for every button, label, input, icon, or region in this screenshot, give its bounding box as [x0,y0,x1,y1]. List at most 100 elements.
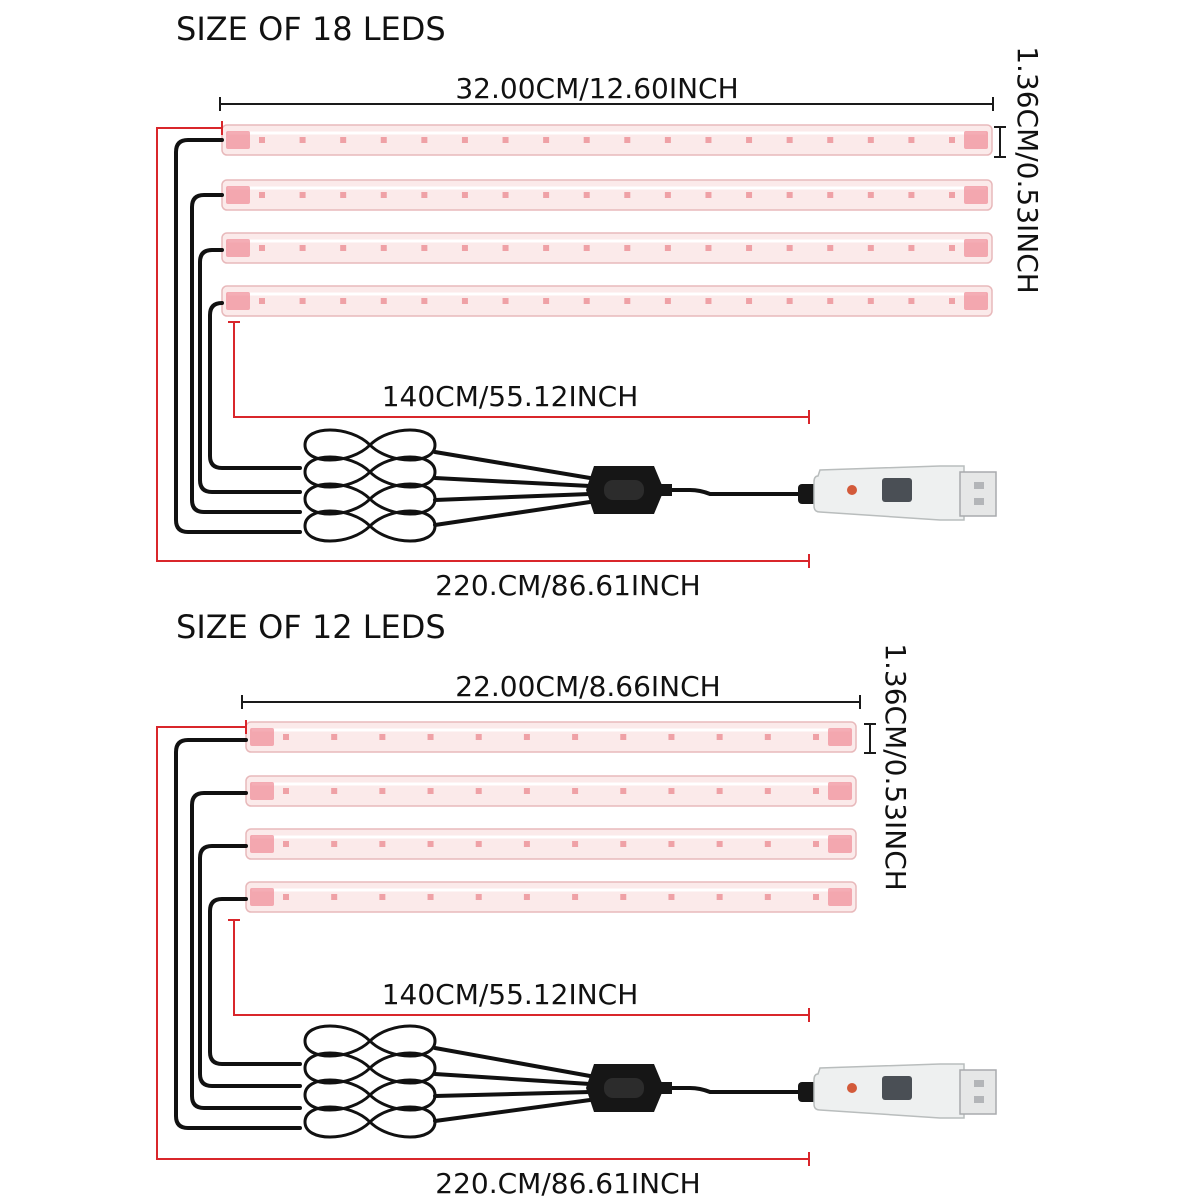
strip-connector-left [226,239,250,257]
led-chip [421,245,428,251]
length-dimension: 22.00CM/8.66INCH [241,670,861,709]
strip-connector-left [250,782,274,800]
led-chip [764,894,771,900]
fan-wire-4 [433,1098,592,1123]
led-chip [583,137,590,143]
led-chip [949,192,955,198]
led-chip [475,894,482,900]
fan-wire-3 [433,1090,592,1098]
cables [174,738,802,1139]
led-chip [620,734,627,740]
led-chip [813,841,819,847]
strip-body [221,232,993,264]
total-cable-label: 220.CM/86.61INCH [435,1167,700,1200]
fan-wire-2 [433,1072,592,1086]
height-label: 1.36CM/0.53INCH [879,643,912,891]
led-chip [461,298,468,304]
led-chip [786,137,793,143]
led-chip [583,298,590,304]
led-chip [716,894,723,900]
led-chip [583,245,590,251]
led-chip [908,137,915,143]
length-label: 32.00CM/12.60INCH [455,72,738,105]
cable-length-guides [156,121,810,568]
led-chip [786,245,793,251]
led-chip [502,137,509,143]
strip-connector-right [828,835,852,853]
led-chip [572,841,579,847]
height-label: 1.36CM/0.53INCH [1011,46,1044,294]
cable-2 [190,791,302,1110]
led-chip [867,192,874,198]
led-chip [259,298,265,304]
cable-2 [190,193,302,514]
led-chip [705,192,712,198]
led-chip [786,192,793,198]
led-chip [379,788,386,794]
led-chip [299,137,306,143]
led-chip [421,137,428,143]
total-cable-label: 220.CM/86.61INCH [435,569,700,602]
led-chip [949,245,955,251]
led-chip [746,298,753,304]
led-chip [340,137,347,143]
short-cable-label: 140CM/55.12INCH [382,978,639,1011]
led-chip [624,137,631,143]
short-cable-label: 140CM/55.12INCH [382,380,639,413]
led-strip [221,124,993,156]
led-chip [664,298,671,304]
fan-wire-3 [433,492,592,502]
led-chip [475,841,482,847]
led-chip [620,788,627,794]
strip-connector-right [964,131,988,149]
led-chip [764,788,771,794]
led-chip [867,298,874,304]
led-chip [764,841,771,847]
led-chip [502,192,509,198]
led-chip [427,788,434,794]
cable-coil-4 [303,1105,437,1139]
splitter-hub-icon [586,466,672,514]
led-chip [572,734,579,740]
led-chip [299,298,306,304]
led-chip [331,841,338,847]
led-chip [543,192,550,198]
cable-length-guides [156,720,810,1166]
led-chip [340,298,347,304]
led-chip [827,137,834,143]
section-18-leds: SIZE OF 18 LEDS 32.00CM/12.60INCH 1.36CM… [156,10,1044,602]
led-chip [716,788,723,794]
led-chip [572,894,579,900]
led-chip [523,894,530,900]
section-title: SIZE OF 18 LEDS [176,10,446,48]
section-title: SIZE OF 12 LEDS [176,608,446,646]
led-chip [543,298,550,304]
led-chip [380,137,387,143]
led-chip [908,298,915,304]
strip-connector-left [226,131,250,149]
cable-3 [198,248,302,494]
led-strip [245,881,857,913]
short-cable-guide [233,920,809,1016]
led-chip [764,734,771,740]
led-strips [221,124,993,317]
cable-coil-3 [303,1078,437,1112]
led-chip [461,137,468,143]
led-chip [949,137,955,143]
usb-plug-icon [798,465,997,521]
led-chip [624,192,631,198]
led-chip [543,137,550,143]
strip-body [245,881,857,913]
led-chip [259,192,265,198]
led-chip [813,894,819,900]
led-chip [427,734,434,740]
strip-connector-right [964,239,988,257]
led-chip [705,298,712,304]
strip-connector-left [250,835,274,853]
cable-coil-4 [303,509,437,543]
led-chip [259,245,265,251]
led-chip [331,788,338,794]
led-chip [668,734,675,740]
led-chip [949,298,955,304]
led-chip [283,734,289,740]
